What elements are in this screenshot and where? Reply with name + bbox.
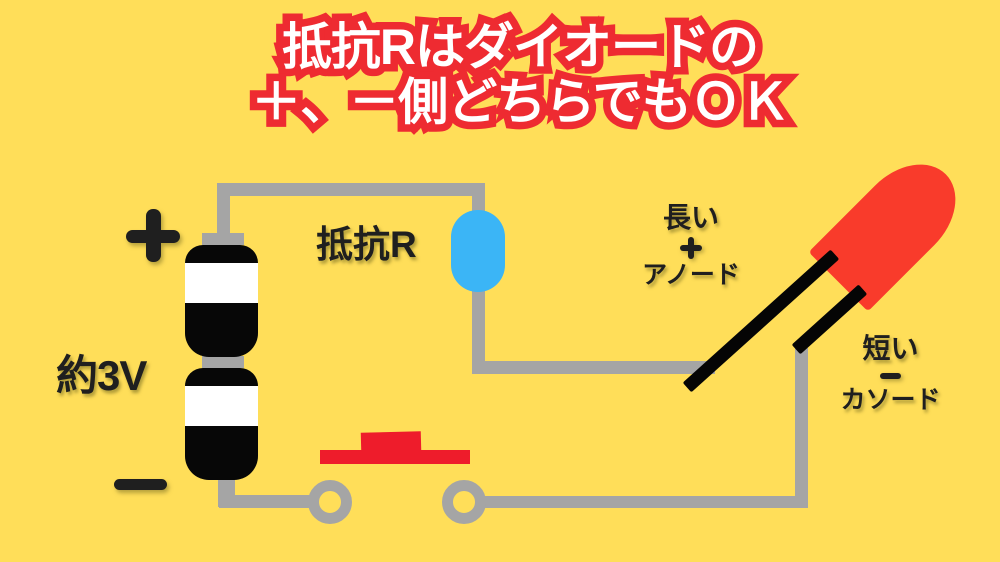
led-body [808, 144, 976, 312]
anode-plus-icon [679, 236, 703, 260]
resistor-body [451, 210, 505, 292]
battery-plus-sign [126, 209, 180, 262]
battery-terminal-top [202, 233, 244, 245]
title-line-1: 抵抗Rはダイオードの 抵抗Rはダイオードの [40, 12, 1000, 82]
title-line-1-outline: 抵抗Rはダイオードの [274, 12, 766, 82]
pushbutton-cap [360, 431, 422, 452]
wire-bottom-right-horizontal [484, 496, 806, 508]
title-line-1-text: 抵抗Rはダイオードの [281, 19, 759, 75]
wire-top-horizontal [217, 183, 485, 196]
battery-cell-top-band [185, 263, 258, 303]
pushbutton-base [320, 450, 470, 464]
battery-terminal-middle [202, 356, 244, 368]
wire-to-anode-horizontal [472, 361, 715, 374]
battery-cell-top [185, 245, 258, 357]
title-line-2-text: ＋、－側どちらでもＯＫ [251, 74, 790, 130]
wire-battery-top-vertical [217, 183, 230, 241]
wire-bottom-left-horizontal [219, 495, 312, 508]
title-line-2: ＋、－側どちらでもＯＫ ＋、－側どちらでもＯＫ [40, 67, 1000, 137]
cathode-minus-icon [880, 373, 901, 379]
wire-cathode-vertical [795, 348, 808, 508]
switch-terminal-right [442, 480, 486, 524]
anode-label-block: 長い アノード [639, 203, 743, 289]
battery-voltage-label: 約3V [56, 352, 147, 399]
battery-minus-sign [114, 479, 167, 490]
resistor-label: 抵抗R [316, 224, 417, 265]
cathode-name-label: カソード [840, 386, 941, 414]
battery-cell-bottom [185, 368, 258, 480]
battery-cell-bottom-band [185, 386, 258, 426]
anode-name-label: アノード [642, 261, 740, 289]
cathode-label-block: 短い カソード [833, 334, 948, 414]
cathode-length-label: 短い [862, 333, 919, 364]
title-line-2-outline: ＋、－側どちらでもＯＫ [244, 67, 798, 137]
battery-plus-vertical-bar [146, 209, 161, 262]
diagram-title: 抵抗Rはダイオードの 抵抗Rはダイオードの ＋、－側どちらでもＯＫ ＋、－側どち… [40, 12, 1000, 137]
switch-terminal-left [308, 480, 352, 524]
anode-length-label: 長い [662, 202, 719, 233]
